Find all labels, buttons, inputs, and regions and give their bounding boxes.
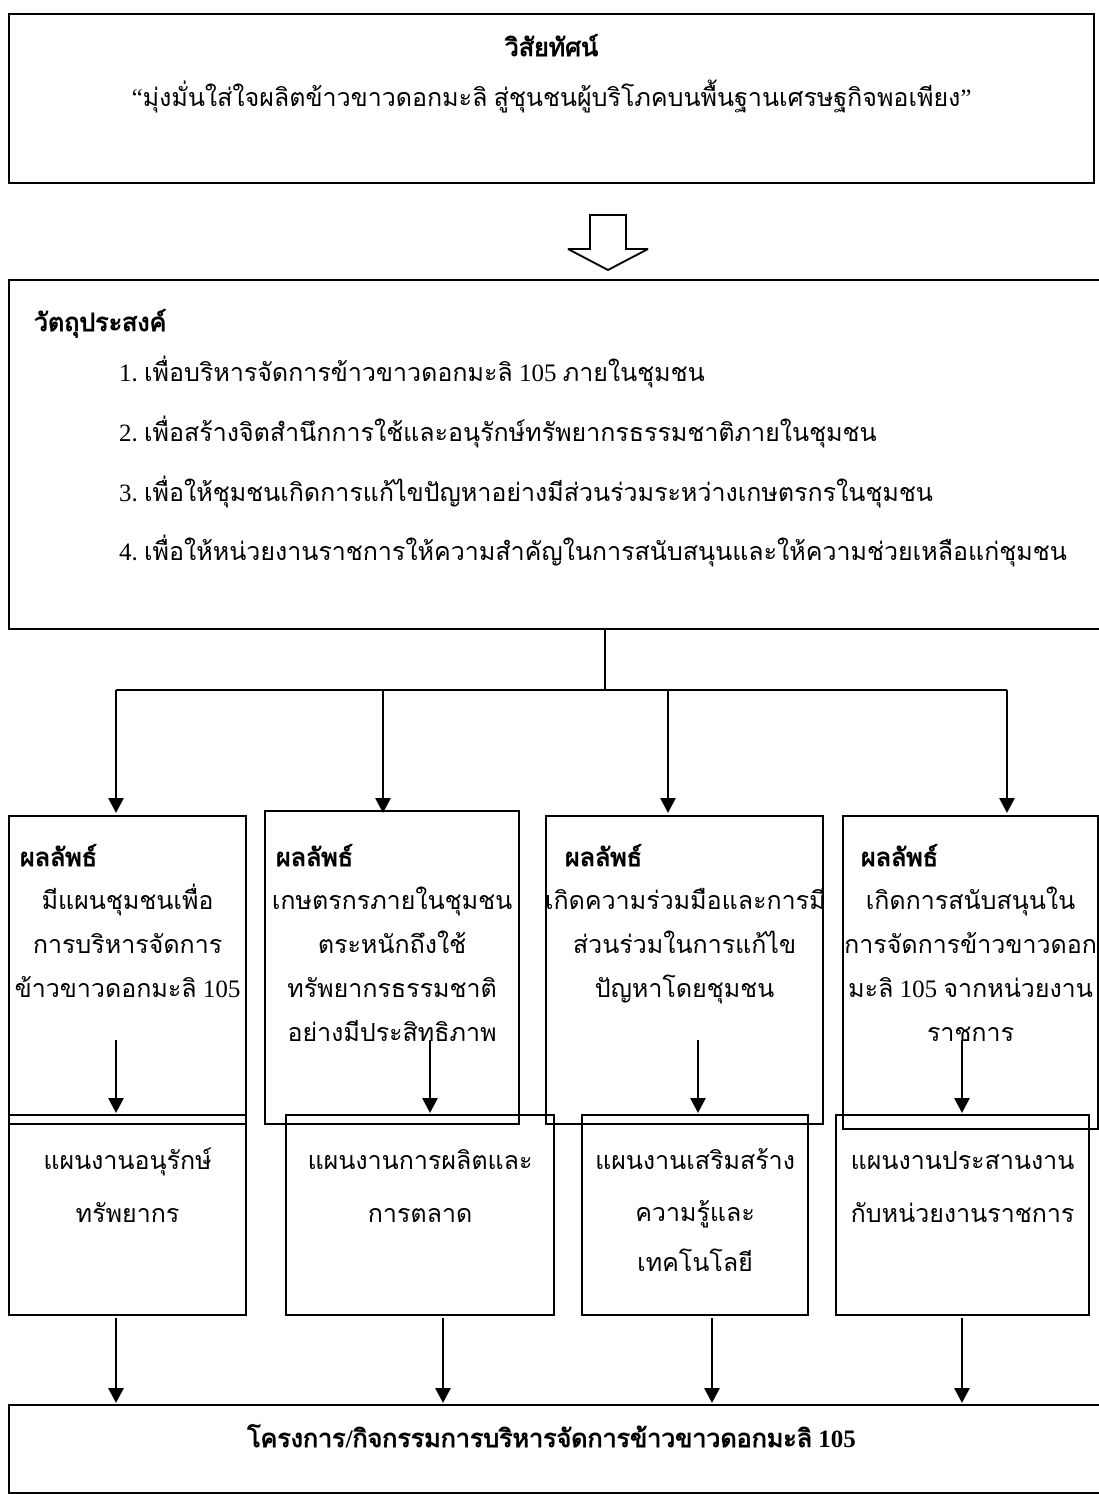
vision-heading: วิสัยทัศน์	[504, 35, 599, 62]
plan-text-2-line-2: การตลาด	[367, 1201, 473, 1228]
objective-item-3: 3. เพื่อให้ชุมชนเกิดการแก้ไขปัญหาอย่างมี…	[119, 480, 933, 507]
hollow-down-arrow	[567, 214, 649, 272]
objective-item-1: 1. เพื่อบริหารจัดการข้าวขาวดอกมะลิ 105 ภ…	[119, 360, 705, 387]
outcome-heading-3: ผลลัพธ์	[565, 845, 643, 872]
outcome-text-3-line-2: ส่วนร่วมในการแก้ไข	[572, 932, 797, 959]
outcome-box-2	[264, 810, 520, 1125]
outcome-text-2-line-1: เกษตรกรภายในชุมชน	[271, 888, 513, 915]
objectives-heading: วัตถุประสงค์	[34, 310, 167, 337]
outcome-box-3	[545, 815, 824, 1125]
arrowhead	[422, 1098, 438, 1113]
project-title: โครงการ/กิจกรรมการบริหารจัดการข้าวขาวดอก…	[247, 1426, 856, 1453]
outcome-text-2-line-3: ทรัพยากรธรรมชาติ	[287, 976, 497, 1003]
outcome-text-3-line-1: เกิดความร่วมมือและการมี	[545, 888, 826, 915]
plan-box-1	[8, 1114, 247, 1316]
arrowhead	[660, 798, 676, 813]
outcome-heading-4: ผลลัพธ์	[861, 845, 939, 872]
outcome-text-1-line-3: ข้าวขาวดอกมะลิ 105	[14, 976, 241, 1003]
arrowhead	[954, 1388, 970, 1403]
plan-text-1-line-1: แผนงานอนุรักษ์	[43, 1148, 212, 1175]
plan-text-3-line-3: เทคโนโลยี	[637, 1250, 753, 1277]
objective-item-4: 4. เพื่อให้หน่วยงานราชการให้ความสำคัญในก…	[119, 539, 1067, 566]
plan-text-3-line-1: แผนงานเสริมสร้าง	[595, 1148, 795, 1175]
vision-statement: “มุ่งมั่นใส่ใจผลิตข้าวขาวดอกมะลิ สู่ชุนช…	[131, 85, 972, 112]
arrowhead	[999, 798, 1015, 813]
outcome-heading-2: ผลลัพธ์	[276, 845, 354, 872]
plan-text-1-line-2: ทรัพยากร	[75, 1201, 180, 1228]
outcome-text-2-line-4: อย่างมีประสิทธิภาพ	[287, 1020, 497, 1047]
plan-text-4-line-1: แผนงานประสานงาน	[850, 1148, 1075, 1175]
outcome-heading-1: ผลลัพธ์	[20, 845, 98, 872]
arrowhead	[108, 798, 124, 813]
arrowhead	[375, 798, 391, 813]
arrowhead	[704, 1388, 720, 1403]
outcome-box-4	[842, 815, 1099, 1130]
arrowhead	[108, 1098, 124, 1113]
arrowhead	[690, 1098, 706, 1113]
arrowhead	[108, 1388, 124, 1403]
plan-box-3	[581, 1114, 809, 1316]
plan-box-2	[285, 1114, 555, 1316]
objective-item-2: 2. เพื่อสร้างจิตสำนึกการใช้และอนุรักษ์ทร…	[119, 420, 877, 447]
outcome-box-1	[8, 815, 247, 1125]
objectives-box	[8, 279, 1099, 630]
outcome-text-4-line-1: เกิดการสนับสนุนใน	[865, 888, 1076, 915]
outcome-text-2-line-2: ตระหนักถึงใช้	[317, 932, 467, 959]
plan-text-4-line-2: กับหน่วยงานราชการ	[850, 1201, 1075, 1228]
outcome-text-4-line-4: ราชการ	[926, 1020, 1015, 1047]
plan-box-4	[835, 1114, 1090, 1316]
outcome-text-4-line-3: มะลิ 105 จากหน่วยงาน	[848, 976, 1093, 1003]
arrowhead	[435, 1388, 451, 1403]
outcome-text-4-line-2: การจัดการข้าวขาวดอก	[844, 932, 1097, 959]
outcome-text-1-line-2: การบริหารจัดการ	[32, 932, 223, 959]
outcome-text-3-line-3: ปัญหาโดยชุมชน	[594, 976, 775, 1003]
vision-box	[8, 13, 1095, 184]
plan-text-3-line-2: ความรู้และ	[635, 1200, 755, 1227]
plan-text-2-line-1: แผนงานการผลิตและ	[307, 1148, 533, 1175]
arrowhead	[954, 1098, 970, 1113]
outcome-text-1-line-1: มีแผนชุมชนเพื่อ	[41, 888, 214, 915]
